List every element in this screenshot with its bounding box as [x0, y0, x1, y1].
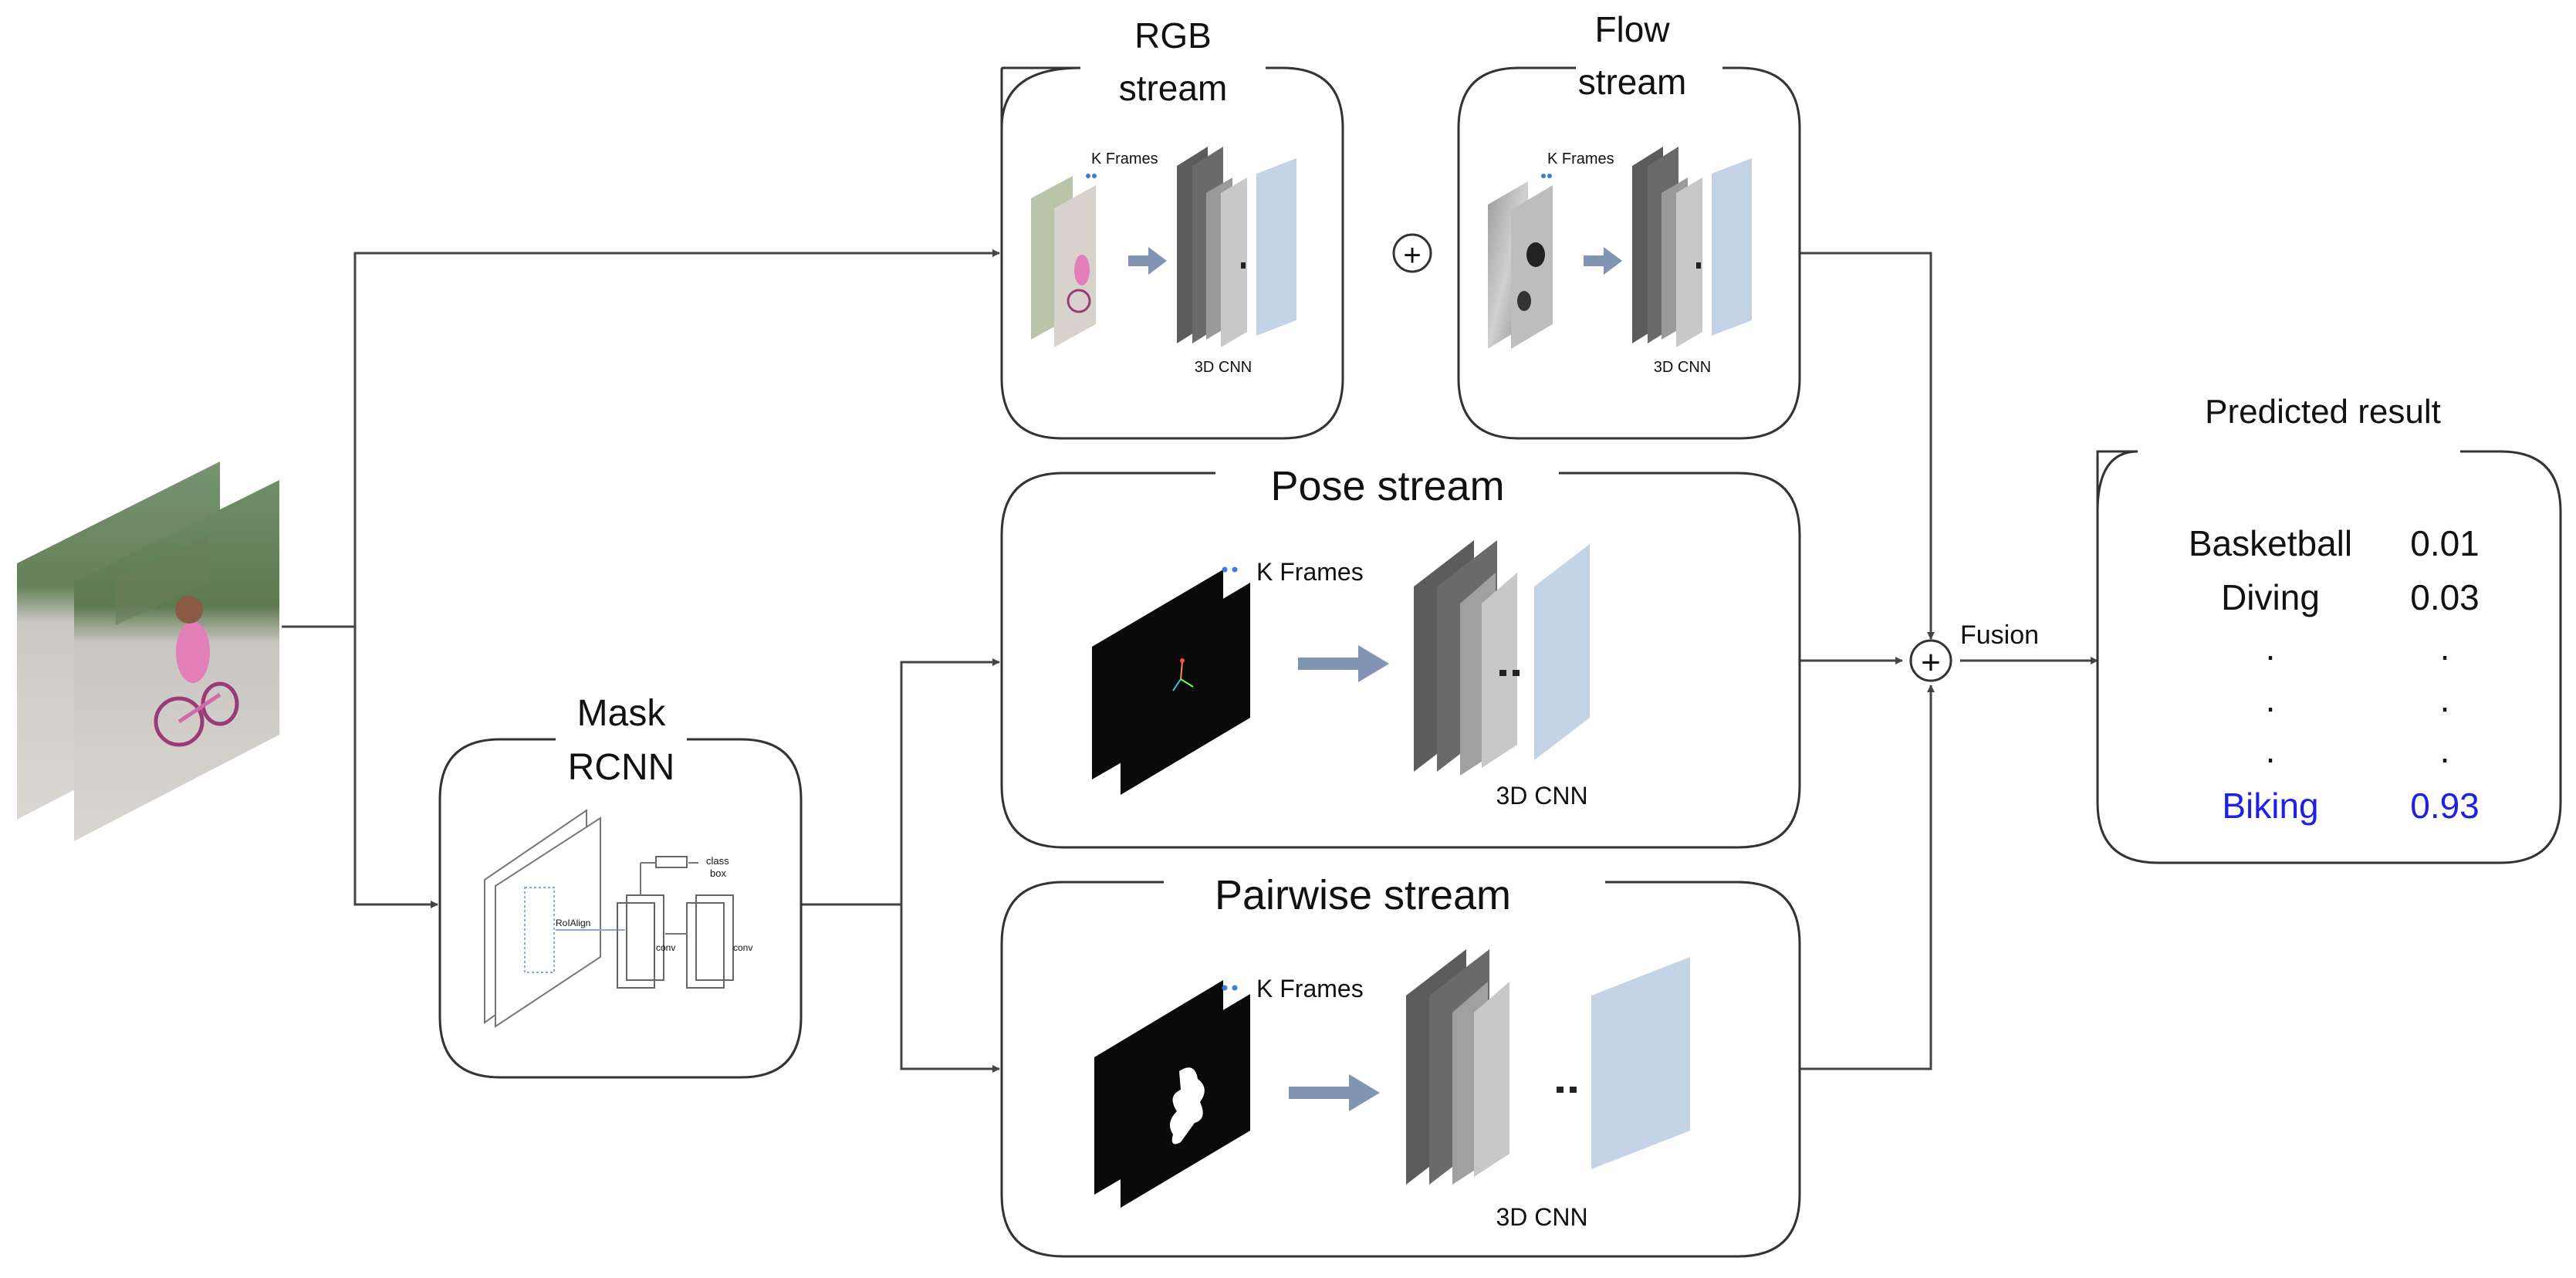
fusion-label: Fusion [1960, 620, 2039, 650]
fusion-sum-symbol: + [1921, 644, 1941, 681]
result-ellipsis-value: . [2440, 730, 2450, 770]
flow-frames-label: K Frames [1547, 150, 1614, 167]
connectors [282, 249, 2098, 1073]
result-value: 0.01 [2410, 523, 2480, 563]
predicted-result-title: Predicted result [2205, 393, 2441, 431]
pairwise-frames [1094, 980, 1250, 1208]
result-ellipsis-label: . [2266, 730, 2276, 770]
fusion-sum-icon [1909, 639, 1952, 682]
rgb-frames-label: K Frames [1091, 150, 1158, 167]
flow-stream-title-line1: Flow [1594, 9, 1670, 49]
result-label: Diving [2221, 577, 2320, 617]
flow-cnn-label: 3D CNN [1654, 359, 1711, 376]
pose-frames-label: K Frames [1256, 558, 1364, 586]
flow-stream-box: Flow stream K Frames 3D CNN [1457, 9, 1801, 440]
mask-rcnn-conv1-label: conv [656, 942, 675, 953]
pose-frames [1092, 570, 1250, 795]
pairwise-cnn-label: 3D CNN [1496, 1203, 1587, 1231]
sum-symbol: + [1403, 238, 1421, 272]
pose-stream-box: Pose stream K Frames 3D CNN [1000, 463, 1801, 849]
result-label: Basketball [2189, 523, 2352, 563]
rgb-cnn-label: 3D CNN [1195, 359, 1252, 376]
mask-rcnn-title-line2: RCNN [568, 747, 675, 788]
result-ellipsis-label: . [2266, 679, 2276, 719]
pose-arrow-icon [1298, 645, 1389, 682]
mask-rcnn-roialign-label: RoIAlign [556, 918, 590, 928]
mask-rcnn-title-line1: Mask [577, 693, 667, 734]
pairwise-frames-dots [1222, 985, 1238, 991]
fusion-node: + Fusion [1909, 620, 2039, 682]
pose-frames-dots [1222, 566, 1238, 573]
pairwise-arrow-icon [1289, 1074, 1380, 1111]
rgb-frames [1031, 176, 1096, 347]
flow-3d-cnn [1632, 147, 1752, 347]
pairwise-frames-label: K Frames [1256, 975, 1364, 1002]
rgb-frames-dots [1086, 174, 1097, 178]
flow-frames-dots [1541, 174, 1552, 178]
flow-stream-title-line2: stream [1578, 62, 1687, 102]
result-top-value: 0.93 [2410, 786, 2480, 826]
mask-rcnn-class-label: class [706, 855, 729, 867]
mask-rcnn-box-label: box [710, 867, 726, 879]
rgb-3d-cnn [1177, 147, 1296, 347]
pose-stream-title: Pose stream [1270, 463, 1504, 509]
rgb-arrow-icon [1128, 247, 1167, 275]
result-ellipsis-label: . [2266, 627, 2276, 668]
predicted-result-box: Predicted result Basketball 0.01 Diving … [2096, 393, 2562, 864]
result-top-label: Biking [2222, 786, 2318, 826]
input-video-frames [17, 462, 279, 841]
rgb-stream-box: RGB stream K Frames 3D CNN [1000, 15, 1344, 440]
pose-cnn-label: 3D CNN [1496, 782, 1587, 810]
mask-rcnn-conv2-label: conv [733, 942, 752, 953]
result-ellipsis-value: . [2440, 679, 2450, 719]
flow-arrow-icon [1584, 247, 1622, 275]
rgb-stream-title-line1: RGB [1134, 15, 1212, 56]
sum-icon [1392, 233, 1432, 273]
rgb-stream-title-line2: stream [1119, 68, 1228, 108]
mask-rcnn-box: Mask RCNN RoIAlign class box conv conv [438, 693, 803, 1079]
result-ellipsis-value: . [2440, 627, 2450, 668]
mask-rcnn-schematic [484, 809, 734, 1028]
pose-3d-cnn [1414, 540, 1590, 776]
pairwise-stream-box: Pairwise stream K Frames 3D CNN [1000, 872, 1801, 1258]
result-value: 0.03 [2410, 577, 2480, 617]
pairwise-3d-cnn [1406, 949, 1690, 1185]
flow-frames [1488, 181, 1553, 349]
pairwise-stream-title: Pairwise stream [1215, 872, 1511, 918]
